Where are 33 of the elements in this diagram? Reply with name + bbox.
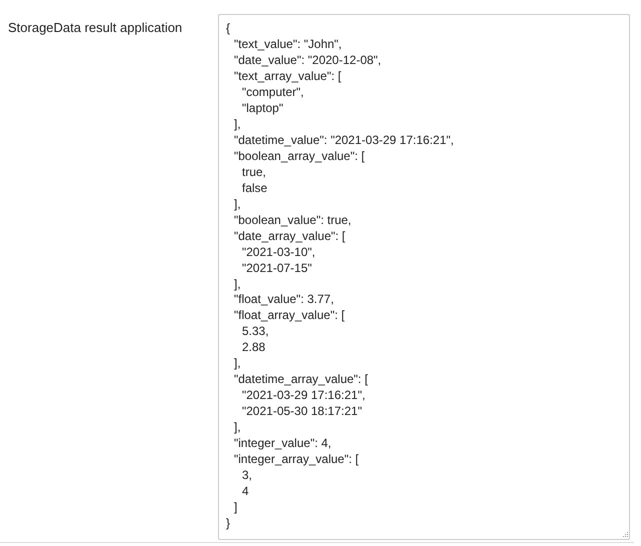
text-line: "date_value": "2020-12-08",	[234, 52, 382, 67]
text-line: ],	[234, 356, 241, 370]
text-line: true,	[242, 164, 266, 179]
text-line: false	[242, 180, 268, 195]
text-line: ]	[234, 500, 238, 514]
text-line: "laptop"	[242, 100, 284, 115]
text-line: "computer",	[242, 84, 304, 99]
text-line: "text_value": "John",	[234, 36, 342, 51]
text-line: "2021-07-15"	[242, 260, 312, 275]
text-line: "2021-03-29 17:16:21",	[242, 388, 366, 402]
text-line: "float_array_value": [	[234, 308, 345, 322]
text-line: "text_array_value": [	[234, 68, 342, 83]
text-line: "boolean_array_value": [	[234, 148, 365, 163]
text-line: "integer_value": 4,	[234, 436, 332, 450]
text-line: "datetime_array_value": [	[234, 372, 368, 386]
text-line: "2021-05-30 18:17:21"	[242, 404, 362, 418]
text-line: "2021-03-10",	[242, 244, 316, 259]
field-label: StorageData result application	[8, 20, 182, 35]
text-line: ],	[234, 116, 241, 131]
text-line: 4	[242, 484, 249, 498]
text-line: 3,	[242, 468, 252, 482]
text-line: "float_value": 3.77,	[234, 292, 334, 306]
text-line: ],	[234, 276, 241, 291]
text-line: ],	[234, 420, 241, 434]
text-line: {	[226, 21, 230, 35]
text-line: 5.33,	[242, 324, 269, 338]
text-line: "date_array_value": [	[234, 228, 346, 243]
text-line: "integer_array_value": [	[234, 452, 359, 466]
text-line: }	[226, 516, 230, 530]
text-line: ],	[234, 196, 241, 211]
text-line: "datetime_value": "2021-03-29 17:16:21",	[234, 132, 454, 147]
text-line: 2.88	[242, 340, 266, 354]
text-line: "boolean_value": true,	[234, 212, 352, 227]
